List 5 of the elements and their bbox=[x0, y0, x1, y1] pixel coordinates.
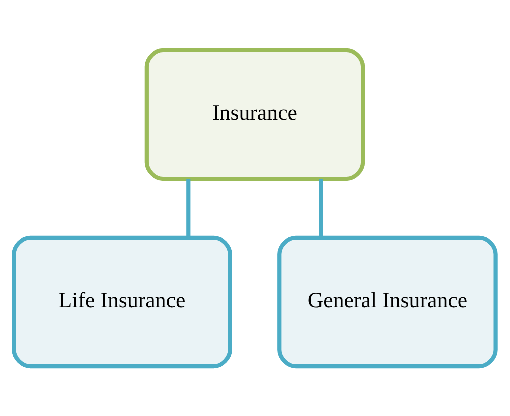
connector bbox=[186, 178, 191, 238]
node-box: General Insurance bbox=[278, 235, 498, 368]
node-box: Life Insurance bbox=[12, 235, 232, 368]
node-box: Insurance bbox=[144, 48, 366, 181]
connector bbox=[319, 178, 324, 238]
